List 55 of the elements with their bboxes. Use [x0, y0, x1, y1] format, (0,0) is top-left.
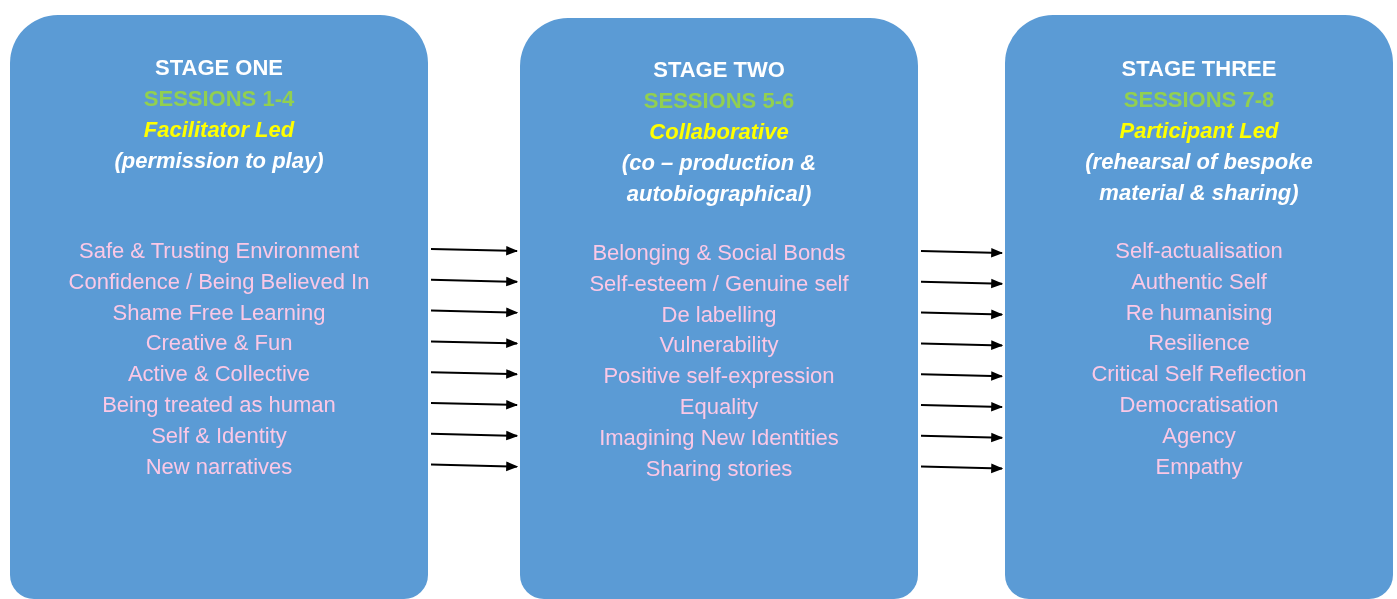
outcome-text: Agency	[1162, 421, 1236, 450]
arrow	[430, 245, 519, 256]
outcome-text: Authentic Self	[1131, 267, 1267, 296]
stage-heading: STAGE ONE	[155, 54, 283, 82]
arrow	[920, 432, 1004, 443]
outcome-text: Creative & Fun	[145, 329, 293, 358]
arrow	[920, 309, 1004, 320]
outcome-text: Critical Self Reflection	[1091, 360, 1307, 389]
description-text: (co – production & autobiographical)	[620, 149, 818, 208]
stage-panel	[10, 15, 428, 599]
outcome-text: Positive self-expression	[603, 362, 835, 391]
arrow	[920, 463, 1004, 474]
outcome-text: Empathy	[1155, 452, 1243, 481]
arrow	[430, 399, 519, 410]
outcome-text: Safe & Trusting Environment	[79, 237, 359, 265]
mode-label: Participant Led	[1119, 117, 1279, 145]
description-text: (permission to play)	[114, 147, 324, 175]
outcome-text: Confidence / Being Believed In	[68, 267, 370, 296]
stage-heading: STAGE THREE	[1121, 55, 1277, 83]
outcome-text: Sharing stories	[645, 454, 793, 483]
sessions-label: SESSIONS 7-8	[1123, 86, 1275, 114]
outcome-text: Re humanising	[1125, 298, 1273, 327]
description-text: (rehearsal of bespoke material & sharing)	[1084, 148, 1314, 207]
arrow	[430, 461, 519, 472]
outcome-text: Shame Free Learning	[112, 298, 326, 327]
arrow	[920, 247, 1004, 258]
outcome-text: Self & Identity	[151, 421, 287, 450]
outcome-text: Imagining New Identities	[599, 423, 839, 452]
outcome-text: Democratisation	[1119, 391, 1279, 419]
stage-heading: STAGE TWO	[653, 56, 785, 84]
arrow	[430, 307, 519, 318]
outcome-text: Active & Collective	[127, 360, 311, 389]
outcome-text: Self-esteem / Genuine self	[589, 269, 849, 298]
stage-panel	[1005, 15, 1393, 599]
outcome-text: New narratives	[145, 452, 293, 481]
outcome-text: De labelling	[661, 300, 777, 329]
arrow	[920, 278, 1004, 289]
outcome-text: Being treated as human	[102, 391, 336, 419]
arrow	[920, 340, 1004, 350]
mode-label: Facilitator Led	[143, 116, 295, 144]
arrow	[430, 430, 519, 441]
mode-label: Collaborative	[649, 118, 789, 146]
outcome-text: Vulnerability	[659, 331, 779, 360]
sessions-label: SESSIONS 1-4	[143, 85, 295, 113]
arrow	[430, 338, 519, 348]
arrow	[430, 276, 519, 287]
arrow	[430, 369, 519, 379]
sessions-label: SESSIONS 5-6	[643, 87, 795, 115]
outcome-text: Resilience	[1148, 329, 1250, 358]
arrow	[920, 401, 1004, 412]
outcome-text: Belonging & Social Bonds	[592, 239, 846, 267]
outcome-text: Self-actualisation	[1115, 237, 1283, 265]
stage-panel	[520, 18, 918, 599]
arrow	[920, 371, 1004, 381]
outcome-text: Equality	[679, 393, 759, 421]
